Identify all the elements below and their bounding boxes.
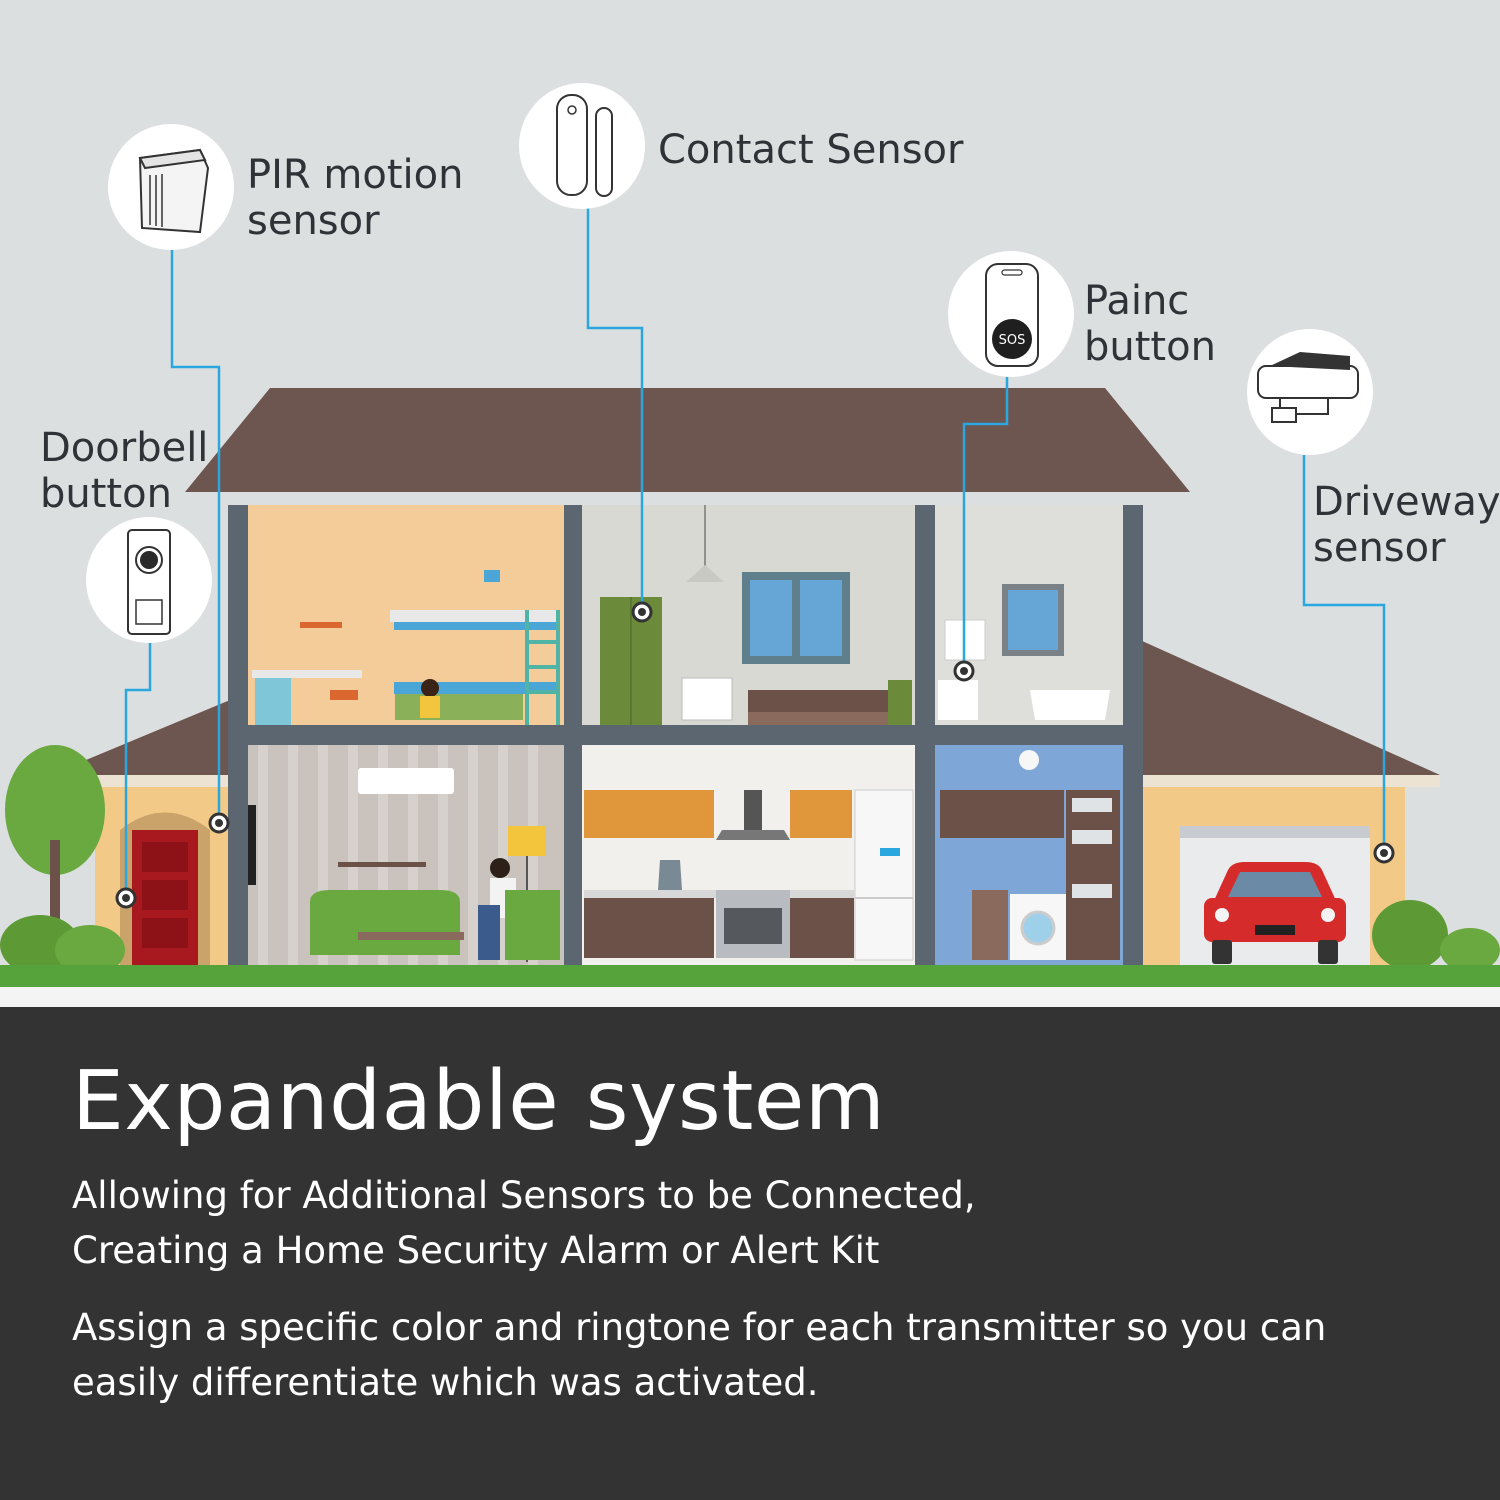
sensor-dots (115, 601, 1395, 909)
driveway-sensor-icon (1247, 329, 1373, 455)
doorbell-button-icon (86, 517, 212, 643)
air-conditioner (358, 768, 454, 794)
pir-motion-sensor-label: PIR motion sensor (247, 152, 464, 244)
contact-sensor-icon (519, 83, 645, 209)
description-text: Assign a specific color and ringtone for… (72, 1306, 1327, 1404)
grass (0, 965, 1500, 987)
red-car-icon (1204, 862, 1346, 964)
doorbell-button-label: Doorbell button (40, 425, 209, 517)
connector-lines (124, 208, 1386, 898)
headline: Expandable system (72, 1054, 886, 1149)
subheadline: Allowing for Additional Sensors to be Co… (72, 1174, 976, 1272)
sos-badge: SOS (999, 333, 1026, 348)
main-roof (185, 388, 1190, 492)
right-wing-roof (1140, 640, 1440, 775)
description-panel (0, 1007, 1500, 1500)
house-cutaway-illustration: SOS (0, 83, 1500, 1007)
left-tree-icon (0, 745, 125, 975)
left-wing-roof (50, 700, 230, 790)
panic-button-icon: SOS (948, 251, 1074, 377)
contact-sensor-label: Contact Sensor (658, 127, 964, 173)
right-bush-icon (1372, 900, 1500, 972)
driveway-sensor-label: Driveway sensor (1313, 479, 1500, 571)
panic-button-label: Painc button (1084, 278, 1216, 370)
pir-motion-sensor-icon (108, 124, 234, 250)
